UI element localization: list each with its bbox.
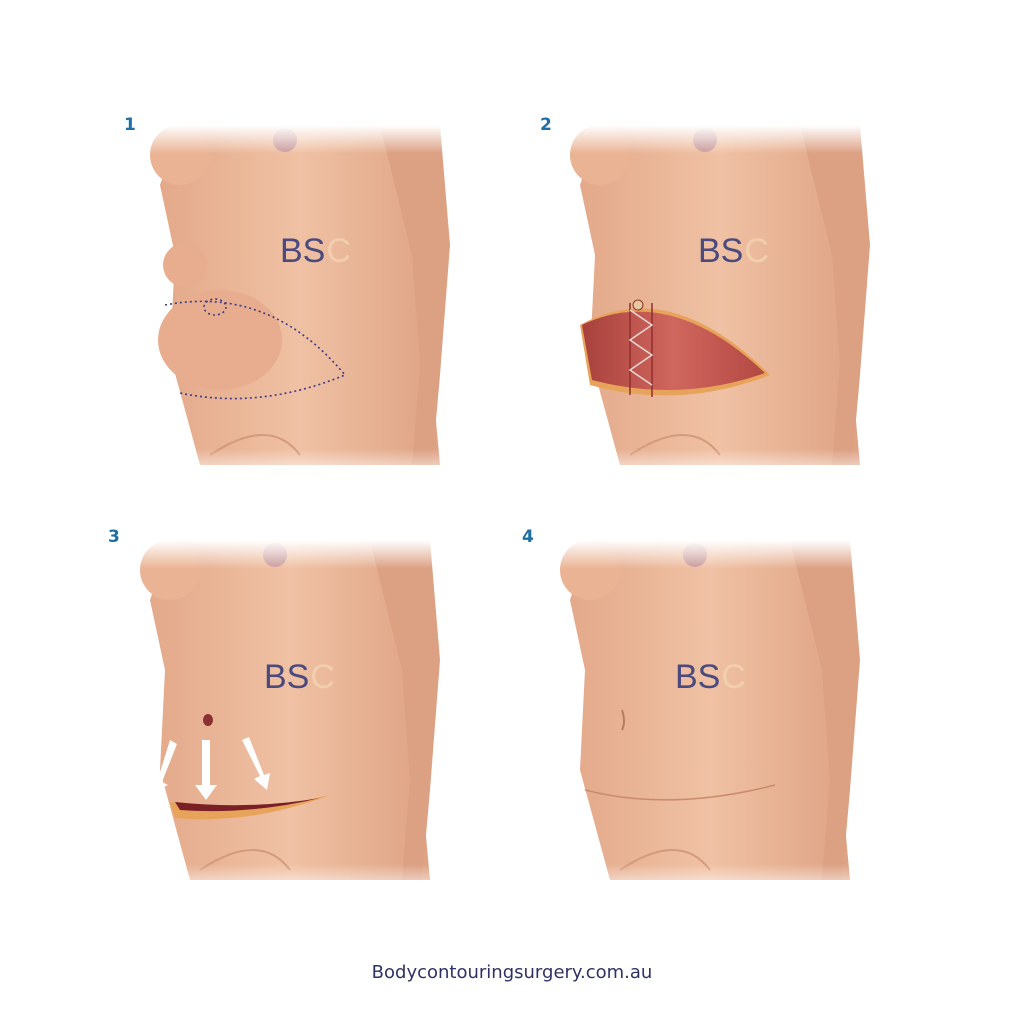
illustration-step-1-marked-incision <box>150 125 470 485</box>
bsc-watermark-logo: BSC <box>280 232 351 270</box>
step-number-3: 3 <box>108 527 120 547</box>
step-number-2: 2 <box>540 115 552 135</box>
exposed-abdominal-muscle <box>582 311 765 390</box>
bsc-watermark-logo: BSC <box>698 232 769 270</box>
step-number-4: 4 <box>522 527 534 547</box>
illustration-step-3-skin-pulled-down <box>140 540 460 900</box>
downward-arrows-icon <box>152 737 270 800</box>
illustration-step-2-muscle-repair <box>570 125 890 485</box>
illustration-step-4-final-result <box>560 540 880 900</box>
footer-website: Bodycontouringsurgery.com.au <box>371 962 653 983</box>
bsc-watermark-logo: BSC <box>264 658 335 696</box>
healed-scar-line <box>584 784 776 801</box>
bsc-watermark-logo: BSC <box>675 658 746 696</box>
step-number-1: 1 <box>124 115 136 135</box>
